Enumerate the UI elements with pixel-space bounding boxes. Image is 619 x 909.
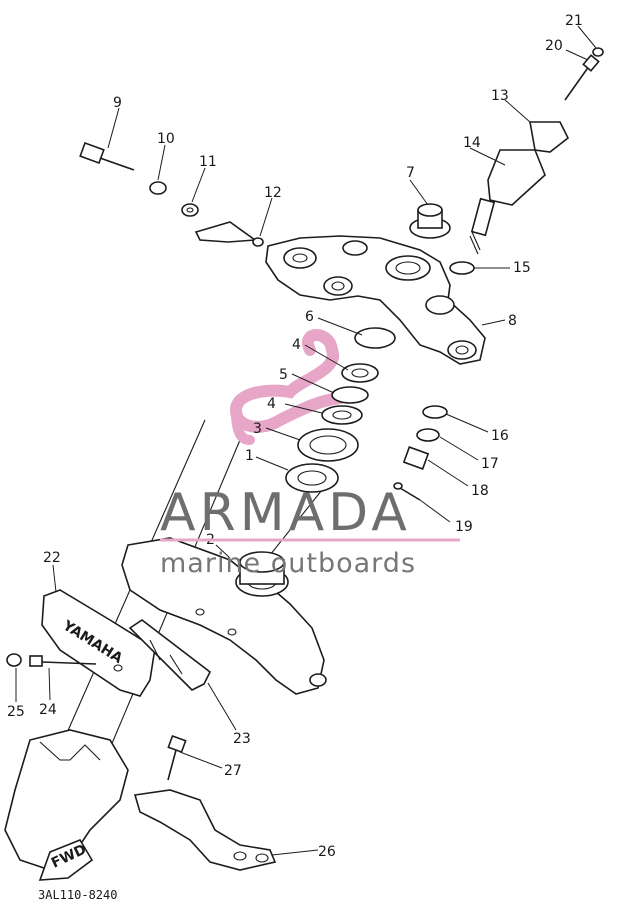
part-emblem-bracket bbox=[128, 619, 212, 691]
callout-labels: 1 2 3 4 4 5 6 7 8 9 10 11 12 13 14 15 16… bbox=[7, 13, 583, 860]
part-cap bbox=[409, 203, 451, 239]
part-emblem-plate: YAMAHA bbox=[41, 589, 156, 697]
emblem-swirl bbox=[229, 329, 346, 433]
part-washers bbox=[149, 181, 199, 217]
part-washers-right bbox=[393, 261, 475, 501]
callout-11: 11 bbox=[199, 154, 217, 170]
callout-17: 17 bbox=[481, 456, 499, 472]
part-strap bbox=[194, 221, 264, 247]
callout-7: 7 bbox=[406, 165, 415, 181]
part-lower-bracket bbox=[121, 537, 327, 695]
watermark-emblem bbox=[229, 329, 346, 445]
callout-15: 15 bbox=[513, 260, 531, 276]
callout-14: 14 bbox=[463, 135, 481, 151]
part-upper-bracket bbox=[265, 235, 486, 365]
callout-27: 27 bbox=[224, 763, 242, 779]
callout-20: 20 bbox=[545, 38, 563, 54]
part-bolt-20 bbox=[564, 47, 604, 101]
callout-26: 26 bbox=[318, 844, 336, 860]
callout-3: 3 bbox=[253, 421, 262, 437]
callout-10: 10 bbox=[157, 131, 175, 147]
part-cap-25 bbox=[6, 653, 22, 667]
callout-8: 8 bbox=[508, 313, 517, 329]
callout-24: 24 bbox=[39, 702, 57, 718]
callout-25: 25 bbox=[7, 704, 25, 720]
callout-9: 9 bbox=[113, 95, 122, 111]
callout-23: 23 bbox=[233, 731, 251, 747]
part-bolt-9 bbox=[79, 141, 135, 171]
watermark: ARMADA marine outboards bbox=[160, 483, 460, 579]
callout-19: 19 bbox=[455, 519, 473, 535]
part-screw-24 bbox=[29, 655, 97, 667]
callout-16: 16 bbox=[491, 428, 509, 444]
part-bolt-27 bbox=[167, 734, 187, 781]
callout-6: 6 bbox=[305, 309, 314, 325]
watermark-brand: ARMADA bbox=[160, 483, 411, 543]
callout-12: 12 bbox=[264, 185, 282, 201]
callout-5: 5 bbox=[279, 367, 288, 383]
part-hose-guide bbox=[133, 789, 277, 871]
part-bearing-stack bbox=[285, 327, 396, 493]
part-handlebar-holder bbox=[469, 121, 570, 255]
callout-21: 21 bbox=[565, 13, 583, 29]
callout-4b: 4 bbox=[292, 337, 301, 353]
leader-lines bbox=[15, 25, 597, 856]
forward-arrow-icon: FWD bbox=[38, 839, 94, 881]
callout-18: 18 bbox=[471, 483, 489, 499]
callout-1: 1 bbox=[245, 448, 254, 464]
callout-13: 13 bbox=[491, 88, 509, 104]
watermark-tagline: marine outboards bbox=[160, 548, 416, 579]
callout-22: 22 bbox=[43, 550, 61, 566]
callout-4a: 4 bbox=[267, 396, 276, 412]
drawing-code: 3AL110-8240 bbox=[38, 888, 117, 902]
